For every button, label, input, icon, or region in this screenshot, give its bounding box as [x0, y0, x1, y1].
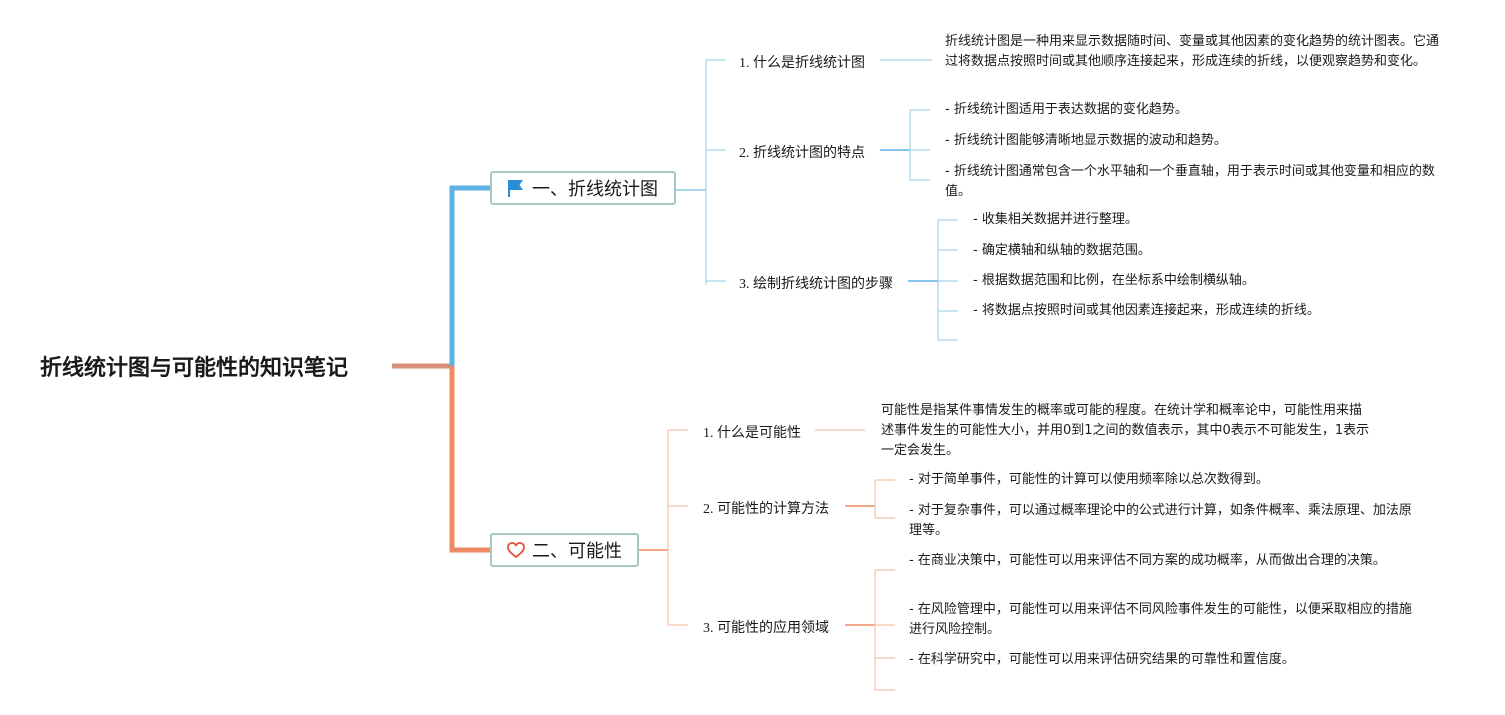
flag-icon [506, 178, 526, 198]
note-app-1[interactable]: - 在商业决策中，可能性可以用来评估不同方案的成功概率，从而做出合理的决策。 [909, 553, 1386, 568]
branch-label: 一、折线统计图 [532, 179, 658, 200]
note-step-4[interactable]: - 将数据点按照时间或其他因素连接起来，形成连续的折线。 [973, 303, 1320, 318]
root-topic[interactable]: 折线统计图与可能性的知识笔记 [40, 356, 349, 381]
note-step-3[interactable]: - 根据数据范围和比例，在坐标系中绘制横纵轴。 [973, 273, 1255, 288]
note-line-chart-definition[interactable]: 折线统计图是一种用来显示数据随时间、变量或其他因素的变化趋势的统计图表。它通过将… [945, 34, 1440, 69]
branch-label: 二、可能性 [532, 541, 622, 562]
note-probability-definition[interactable]: 可能性是指某件事情发生的概率或可能的程度。在统计学和概率论中，可能性用来描述事件… [881, 403, 1370, 458]
topic-line-chart-features[interactable]: 2. 折线统计图的特点 [739, 146, 865, 161]
topic-what-is-probability[interactable]: 1. 什么是可能性 [703, 426, 801, 441]
topic-probability-calculation[interactable]: 2. 可能性的计算方法 [703, 502, 829, 517]
branch-line-chart[interactable]: 一、折线统计图 [490, 171, 676, 205]
topic-what-is-line-chart[interactable]: 1. 什么是折线统计图 [739, 56, 865, 71]
note-feature-3[interactable]: - 折线统计图通常包含一个水平轴和一个垂直轴，用于表示时间或其他变量和相应的数值… [945, 164, 1435, 199]
note-calc-1[interactable]: - 对于简单事件，可能性的计算可以使用频率除以总次数得到。 [909, 472, 1269, 487]
note-app-3[interactable]: - 在科学研究中，可能性可以用来评估研究结果的可靠性和置信度。 [909, 652, 1295, 667]
note-feature-1[interactable]: - 折线统计图适用于表达数据的变化趋势。 [945, 102, 1188, 117]
note-step-2[interactable]: - 确定横轴和纵轴的数据范围。 [973, 243, 1151, 258]
topic-line-chart-steps[interactable]: 3. 绘制折线统计图的步骤 [739, 277, 893, 292]
heart-icon [506, 540, 526, 560]
note-feature-2[interactable]: - 折线统计图能够清晰地显示数据的波动和趋势。 [945, 133, 1227, 148]
note-app-2[interactable]: - 在风险管理中，可能性可以用来评估不同风险事件发生的可能性，以便采取相应的措施… [909, 602, 1412, 637]
note-step-1[interactable]: - 收集相关数据并进行整理。 [973, 212, 1138, 227]
note-calc-2[interactable]: - 对于复杂事件，可以通过概率理论中的公式进行计算，如条件概率、乘法原理、加法原… [909, 503, 1412, 538]
topic-probability-applications[interactable]: 3. 可能性的应用领域 [703, 621, 829, 636]
branch-probability[interactable]: 二、可能性 [490, 533, 639, 567]
